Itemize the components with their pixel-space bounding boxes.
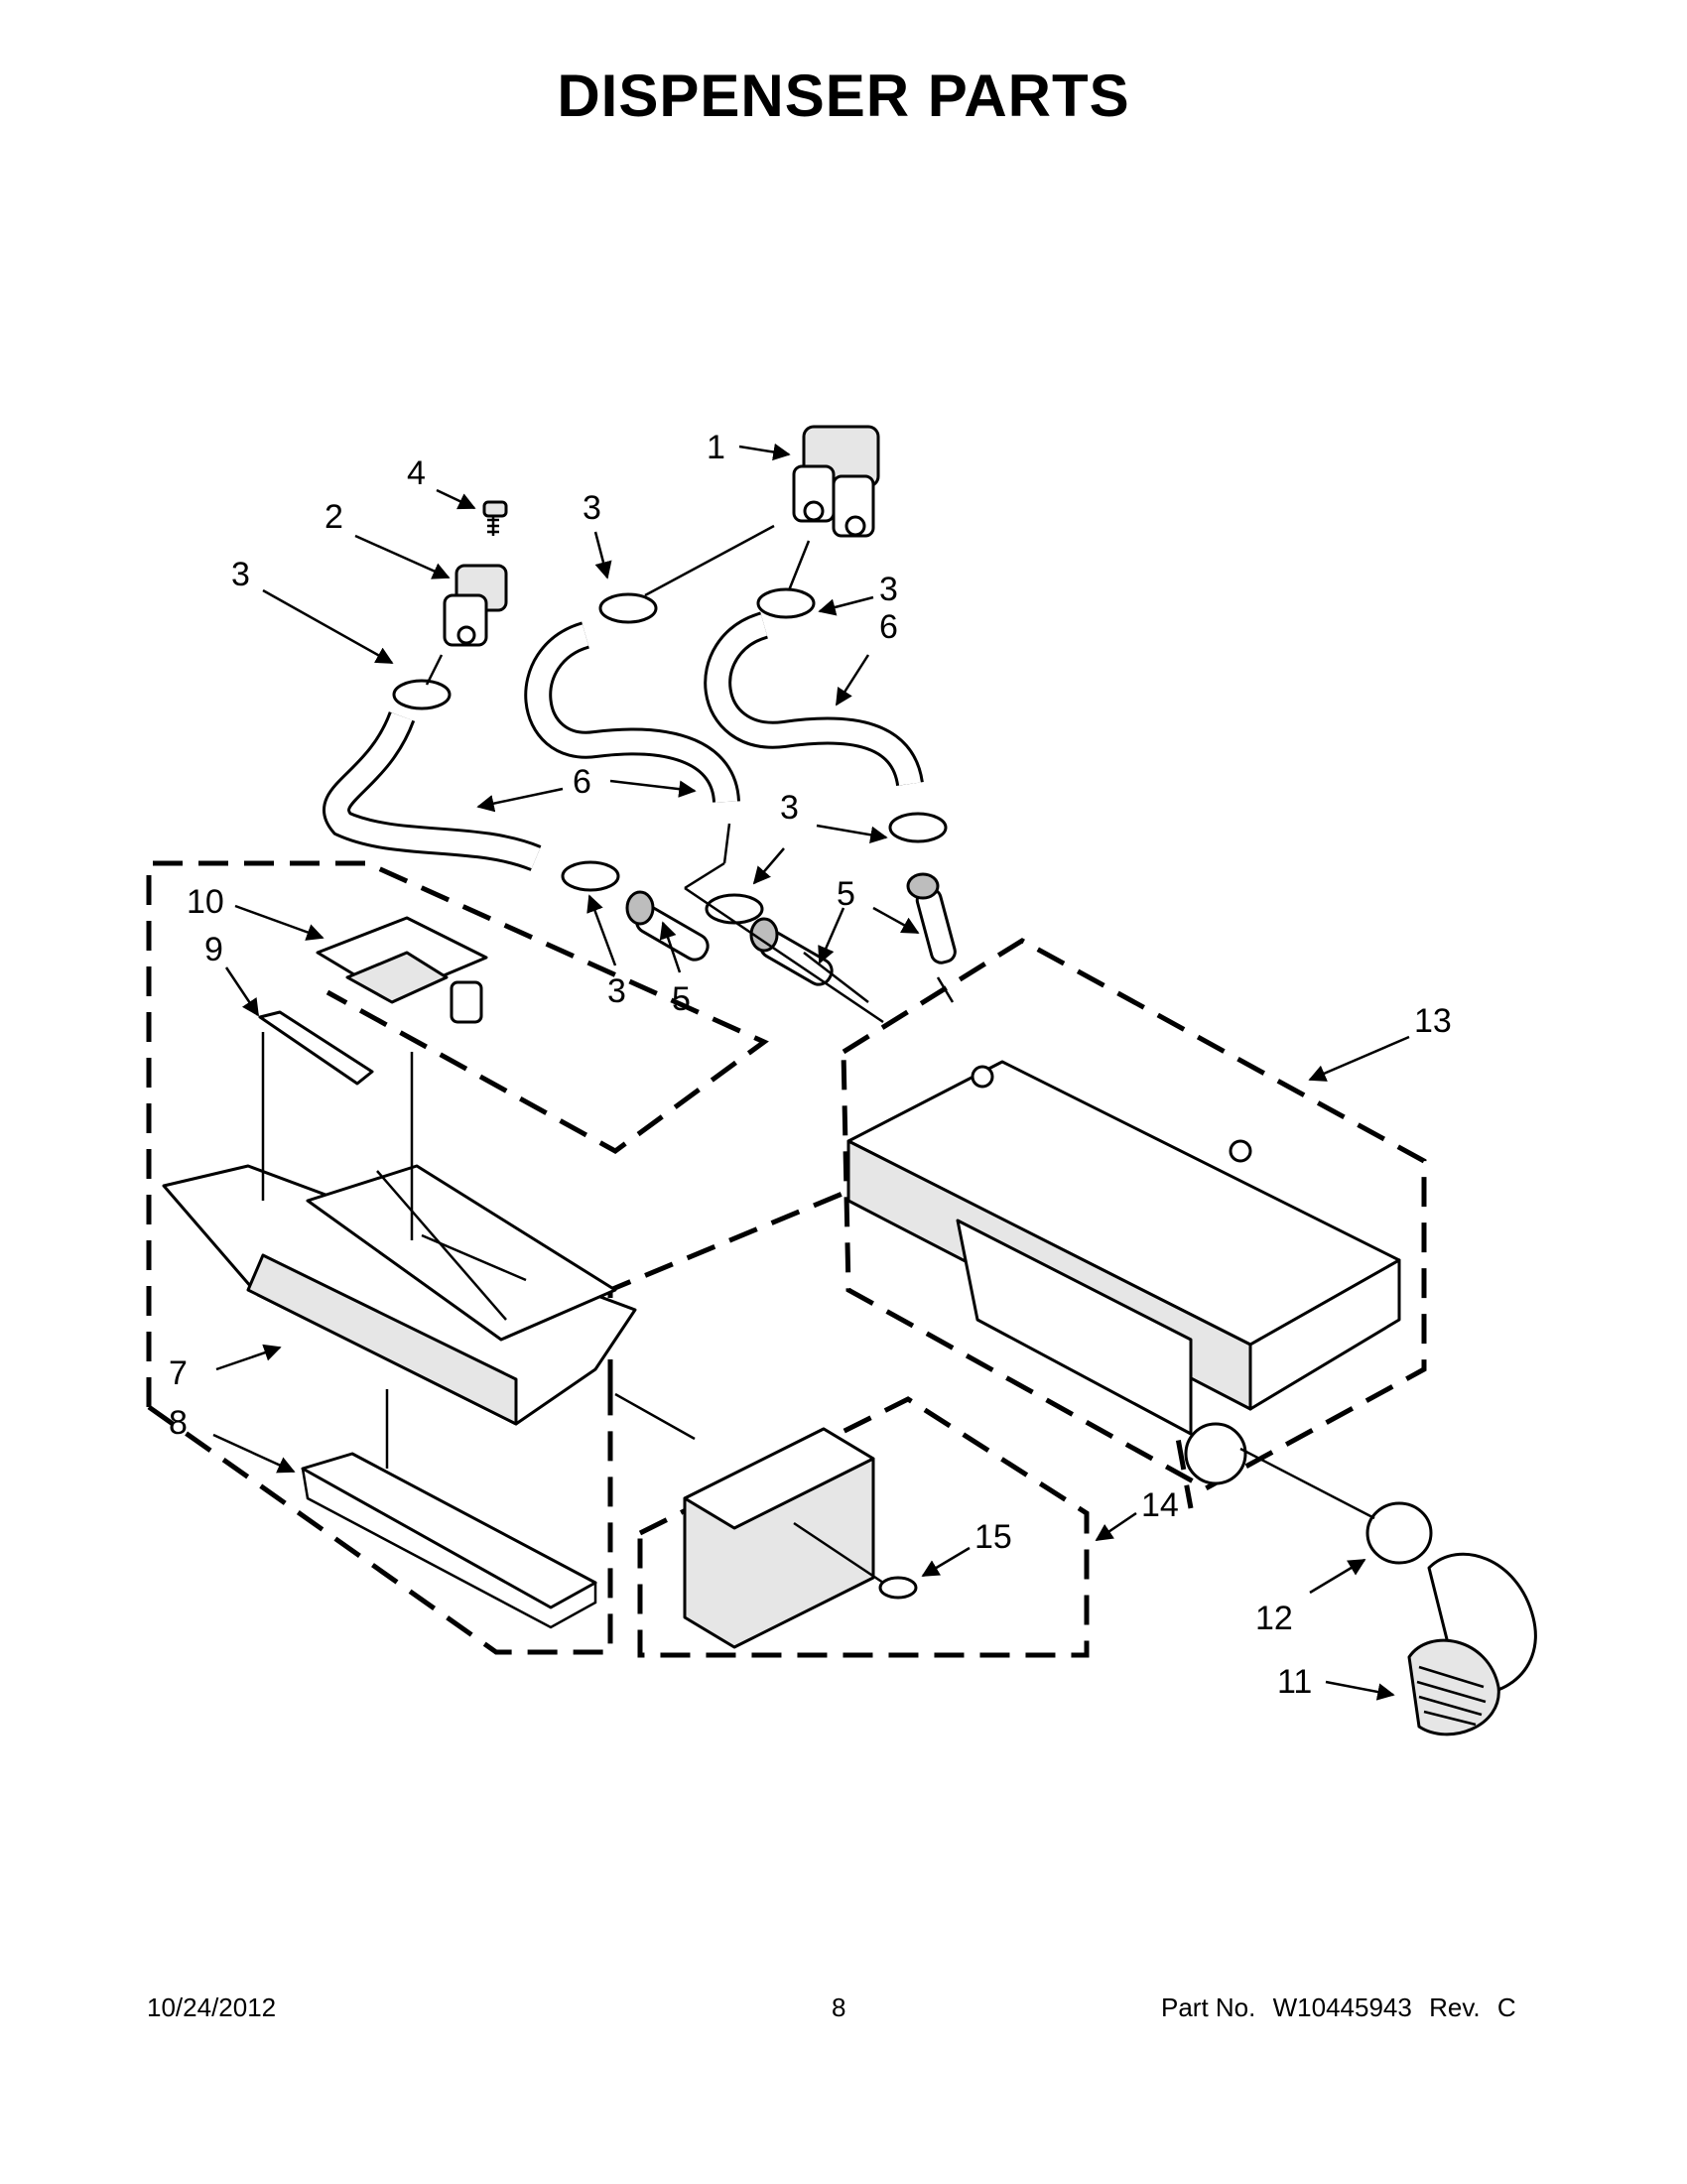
footer-date: 10/24/2012	[147, 1992, 277, 2022]
callout-3: 3	[780, 789, 799, 827]
callout-6: 6	[573, 763, 591, 801]
callout-5: 5	[672, 980, 691, 1018]
callout-8: 8	[169, 1404, 188, 1442]
bellows-hose	[1407, 1552, 1537, 1736]
group-outline-dispenser-housing	[841, 938, 1427, 1491]
hose-clamp-drain	[1365, 1501, 1433, 1565]
callout-14: 14	[1141, 1486, 1179, 1524]
hose-middle	[524, 621, 740, 804]
hose-left-inner	[325, 711, 541, 869]
callout-11: 11	[1277, 1663, 1312, 1701]
revision-value: C	[1496, 1992, 1516, 2022]
footer-page-number: 8	[832, 1992, 846, 2022]
page-title: DISPENSER PARTS	[557, 63, 1130, 129]
callout-arrows	[212, 443, 1410, 1701]
dispenser-panel	[683, 1427, 875, 1649]
callout-2: 2	[324, 498, 343, 536]
hose-clamp-left-bottom	[561, 860, 620, 892]
footer-part-number: Part No. W10445943 Rev. C	[1161, 1992, 1526, 2023]
callout-7: 7	[169, 1354, 188, 1392]
water-valve-double	[792, 425, 880, 538]
callout-3: 3	[879, 571, 898, 608]
callout-10: 10	[187, 883, 224, 921]
revision-label: Rev.	[1429, 1992, 1481, 2022]
hose-clamp-right-bottom	[888, 812, 948, 843]
callout-9: 9	[204, 931, 223, 968]
nozzle-left	[625, 890, 710, 962]
part-number-label: Part No.	[1161, 1992, 1256, 2022]
dispenser-housing	[846, 1060, 1401, 1485]
group-outline-left	[146, 860, 769, 1407]
callout-3: 3	[607, 972, 626, 1010]
water-valve-single	[443, 564, 508, 647]
screw	[482, 500, 508, 536]
hose-clamp-left-top	[392, 679, 452, 710]
callout-3: 3	[231, 556, 250, 593]
callout-5: 5	[837, 875, 855, 913]
callout-6: 6	[879, 608, 898, 646]
callout-1: 1	[707, 429, 725, 466]
dispenser-drawer	[162, 1164, 637, 1426]
callout-4: 4	[407, 454, 426, 492]
callout-3: 3	[583, 489, 601, 527]
siphon	[258, 1010, 374, 1086]
hose-clamp-right-top	[756, 587, 816, 619]
hose-clamp-middle-top	[598, 592, 658, 624]
hose-middle-inner	[527, 624, 737, 804]
callout-13: 13	[1414, 1002, 1452, 1040]
o-ring	[878, 1576, 918, 1600]
nozzle-middle	[749, 917, 834, 986]
hose-right	[704, 611, 924, 787]
part-number-value: W10445943	[1272, 1992, 1412, 2022]
group-outline-panel-inner	[637, 1396, 1090, 1658]
group-outline-left-bottom	[147, 1389, 613, 1655]
hose-right-inner	[707, 614, 921, 787]
callout-15: 15	[974, 1518, 1012, 1556]
callout-12: 12	[1255, 1600, 1293, 1637]
drawer-tray	[301, 1452, 597, 1629]
leader-lines	[261, 524, 1375, 1585]
nozzle-right	[906, 872, 957, 964]
siphon-cover	[316, 916, 488, 1024]
